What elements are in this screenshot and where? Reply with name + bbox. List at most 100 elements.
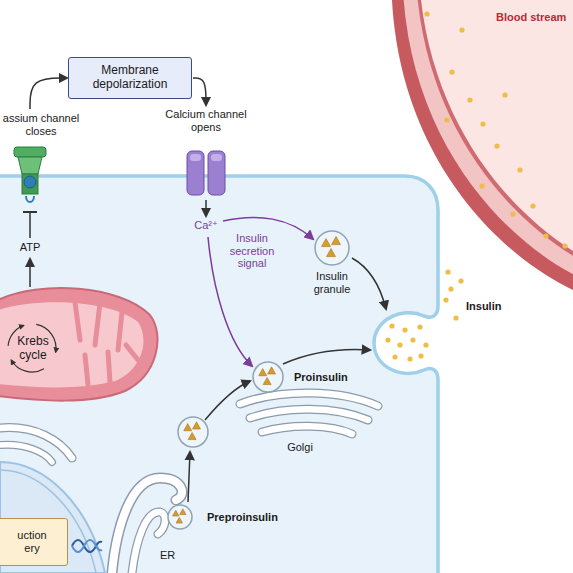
pathway-arrows-part	[283, 350, 370, 364]
calcium-channel-icon-part	[211, 154, 222, 161]
calcium-channel-icon-part	[190, 154, 201, 161]
insulin-dot	[510, 211, 515, 216]
insulin-dot	[389, 323, 394, 328]
er-tubes-part	[0, 445, 52, 462]
mitochondrion-part-part	[75, 302, 80, 340]
insulin-dot	[479, 183, 484, 188]
insulin-dot	[423, 342, 428, 347]
pathway-arrows-part	[23, 211, 37, 213]
vesicle-part	[184, 424, 192, 431]
insulin-dot	[424, 11, 429, 16]
vesicle	[315, 231, 349, 265]
insulin-dot	[385, 337, 390, 342]
organelle-label: Krebs cycle	[8, 335, 58, 363]
granule-label: Insulin granule	[300, 270, 364, 295]
calcium-channel: Calcium channel opens	[160, 108, 252, 200]
pathway-arrows	[23, 200, 386, 502]
vesicle	[168, 505, 192, 529]
machinery-box: uction ery	[0, 518, 68, 566]
dna-helix-part	[72, 540, 102, 552]
vesicle-part	[268, 367, 276, 374]
pathway-arrows-part	[29, 213, 31, 238]
insulin-dot	[397, 342, 402, 347]
mitochondrion-part-part	[95, 303, 100, 345]
mitochondrion-part	[75, 302, 138, 385]
insulin-dot	[417, 324, 422, 329]
vesicle-part	[263, 377, 271, 384]
vesicle-part	[173, 510, 179, 516]
mitochondrion-part-part	[85, 355, 88, 385]
golgi-part	[240, 393, 378, 406]
pathway-arrows-part	[205, 200, 207, 216]
dna-helix-part	[72, 540, 102, 552]
insulin-dot	[530, 203, 535, 208]
pathway-arrows-part	[188, 452, 190, 502]
insulin-dot	[418, 353, 423, 358]
organelle-label: Golgi	[280, 441, 320, 454]
organelle-label: ER	[160, 549, 184, 562]
node-text: Calcium channel opens	[160, 108, 252, 133]
insulin-dots	[385, 11, 567, 361]
node-text: assium channel closes	[0, 112, 82, 137]
pathway-arrows-part	[29, 259, 31, 287]
vesicle-label: Proinsulin	[294, 371, 364, 384]
molecule-label: ATP	[15, 241, 45, 254]
golgi	[240, 393, 378, 434]
calcium-channel-icon-part	[208, 151, 225, 195]
vesicle-part	[188, 432, 196, 439]
vesicle-part	[259, 369, 267, 376]
ion-label: Ca²⁺	[190, 219, 222, 232]
dna-helix	[72, 540, 102, 552]
insulin-dot	[494, 143, 499, 148]
potassium-channel: assium channel closes	[0, 112, 82, 208]
blood-vessel-part	[419, 0, 573, 266]
process-box: Membrane depolarization	[68, 57, 192, 99]
vesicle-part	[332, 237, 341, 245]
golgi-part	[262, 426, 352, 434]
calcium-channel-icon-part	[187, 151, 204, 195]
insulin-dot	[407, 356, 412, 361]
pathway-arrows-part	[352, 258, 386, 309]
vesicle-part	[322, 239, 331, 247]
mitochondrion	[0, 288, 158, 401]
calcium-channel-icon	[184, 148, 228, 200]
vesicle-part	[168, 505, 192, 529]
potassium-channel-icon-part	[22, 174, 38, 194]
node-text: uction ery	[11, 529, 53, 554]
insulin-dot	[517, 167, 522, 172]
insulin-dot	[445, 269, 450, 274]
mitochondrion-part	[0, 302, 143, 387]
insulin-dot	[392, 354, 397, 359]
insulin-dot	[402, 327, 407, 332]
golgi-part	[240, 393, 378, 406]
mitochondrion-part-part	[126, 345, 138, 360]
golgi-part	[262, 426, 352, 434]
insulin-dot	[443, 297, 448, 302]
insulin-dot	[458, 278, 463, 283]
potassium-channel-icon-part	[14, 147, 46, 157]
golgi-part	[250, 409, 368, 420]
er-tubes-part	[132, 512, 165, 573]
insulin-dot	[410, 337, 415, 342]
insulin-dot	[449, 69, 454, 74]
vesicle-part	[315, 231, 349, 265]
mitochondrion-part	[0, 288, 158, 401]
insulin-dot	[480, 121, 485, 126]
vessel-label: Blood stream	[496, 11, 572, 24]
insulin-dot	[459, 27, 464, 32]
insulin-dot	[467, 97, 472, 102]
insulin-dot	[444, 117, 449, 122]
hormone-label: Insulin	[466, 300, 516, 313]
vesicle-part	[253, 362, 283, 392]
mitochondrion-part-part	[118, 312, 122, 350]
vesicle	[178, 417, 208, 447]
insulin-dot	[453, 315, 458, 320]
potassium-channel-icon-part	[26, 196, 34, 202]
mitochondrion-part-part	[108, 352, 110, 382]
signal-label: Insulin secretion signal	[220, 232, 284, 270]
pathway-arrows-part	[205, 381, 250, 420]
er-tubes-part	[0, 445, 52, 462]
node-text: Membrane depolarization	[80, 64, 180, 92]
flow-arrow	[30, 78, 67, 109]
cycle-arrows-part	[11, 360, 44, 372]
